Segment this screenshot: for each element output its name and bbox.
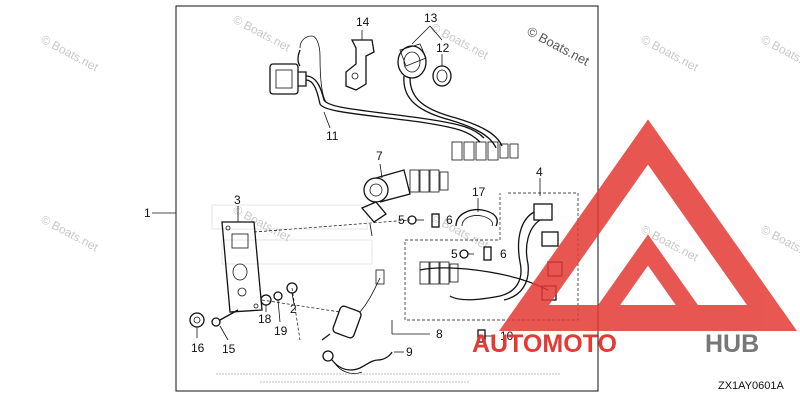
- callout-4: 4: [536, 165, 543, 179]
- callout-3: 3: [234, 193, 241, 207]
- callout-16: 16: [191, 341, 205, 355]
- part-6-collar: [483, 246, 492, 261]
- watermark-text: © Boats.net: [759, 32, 800, 74]
- part-12-lens: [432, 65, 452, 87]
- part-14-bracket: [345, 39, 375, 91]
- part-3-panel: [221, 221, 263, 313]
- harness-group-box: [404, 192, 579, 321]
- watermark-text: © Boats.net: [231, 202, 294, 244]
- watermark-text: © Boats.net: [639, 32, 702, 74]
- callout-19: 19: [274, 324, 288, 338]
- callout-13: 13: [424, 11, 438, 25]
- callout-1: 1: [144, 206, 151, 220]
- part-19-washer: [273, 291, 283, 301]
- callout-7: 7: [376, 149, 383, 163]
- mounting-guide-lines: [253, 219, 411, 341]
- triangle-logo-icon: [498, 119, 798, 331]
- part-5-screw: [407, 215, 424, 225]
- callout-6: 6: [446, 213, 453, 227]
- part-15-bolt: [211, 309, 239, 327]
- watermark-text: © Boats.net: [39, 212, 102, 254]
- brand-name-part1: AUTOMOTO: [472, 330, 617, 358]
- callout-5: 5: [451, 247, 458, 261]
- callout-11: 11: [326, 129, 339, 143]
- part-8-stop-switch: [321, 269, 385, 341]
- callout-17: 17: [472, 185, 486, 199]
- background-watermarks: © Boats.net © Boats.net © Boats.net © Bo…: [39, 12, 800, 265]
- copyright-strip: [216, 373, 560, 383]
- callout-18: 18: [258, 312, 272, 326]
- watermark-text: © Boats.net: [231, 12, 294, 54]
- part-16-nut: [189, 312, 205, 328]
- callout-9: 9: [406, 345, 413, 359]
- part-11-switch-harness: [269, 35, 519, 161]
- callout-12: 12: [436, 41, 450, 55]
- part-9-lanyard: [322, 350, 393, 374]
- part-13-lamp-assembly: [397, 43, 503, 149]
- part-17-clamp: [455, 208, 498, 227]
- callout-labels: 1 2 3 4 5 5 6 6 7 8 9 10 11 12 13 14 15 …: [144, 11, 543, 359]
- leader-lines: [196, 25, 541, 353]
- callout-5: 5: [398, 213, 405, 227]
- watermark-text: © Boats.net: [759, 222, 800, 264]
- callout-8: 8: [436, 327, 443, 341]
- part-7-ignition-switch: [360, 169, 449, 237]
- automotohub-logo: AUTOMOTO HUB: [472, 119, 798, 358]
- watermark-text: © Boats.net: [39, 32, 102, 74]
- callout-10: 10: [500, 329, 514, 343]
- callout-6: 6: [500, 247, 507, 261]
- callout-14: 14: [356, 15, 370, 29]
- callout-2: 2: [290, 302, 297, 316]
- brand-name-part2: HUB: [705, 330, 759, 358]
- part-6-collar: [431, 213, 440, 228]
- callout-15: 15: [222, 342, 236, 356]
- part-5-screw: [459, 249, 474, 259]
- watermark-text-prominent: © Boats.net: [525, 23, 593, 68]
- diagram-code: ZX1AY0601A: [718, 380, 785, 392]
